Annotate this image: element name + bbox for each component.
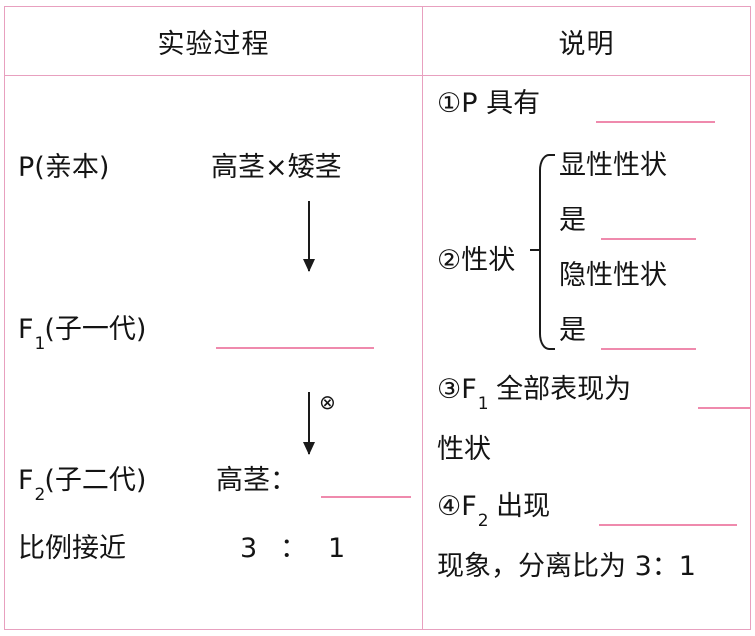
note-2-line-2: 是 bbox=[559, 205, 586, 236]
brace-nub bbox=[530, 249, 539, 251]
ratio-value-a: 3 bbox=[240, 533, 258, 564]
f2-value-text: 高茎： bbox=[216, 465, 297, 496]
table-header-row: 实验过程 说明 bbox=[5, 7, 750, 76]
f2-answer-blank[interactable] bbox=[321, 496, 411, 498]
note-item-1: ①P 具有 bbox=[437, 88, 541, 119]
f2-label: F2(子二代) bbox=[18, 465, 147, 506]
note-item-3: ③F1 全部表现为 bbox=[437, 374, 632, 415]
note-3-blank[interactable] bbox=[698, 407, 750, 409]
table-body-row: P(亲本) 高茎×矮茎 F1(子一代) ⊗ F2(子二代) 高茎： 比例 bbox=[5, 76, 750, 629]
f1-answer-blank[interactable] bbox=[216, 347, 374, 349]
brace-shape bbox=[539, 154, 555, 350]
f1-label: F1(子一代) bbox=[18, 314, 147, 355]
note-item-2-prefix: ②性状 bbox=[437, 245, 516, 276]
ratio-label: 比例接近 bbox=[18, 533, 126, 564]
note-4-line-2: 现象，分离比为 3：1 bbox=[437, 551, 696, 582]
note-item-4: ④F2 出现 bbox=[437, 491, 551, 532]
arrow-f1-to-f2 bbox=[303, 392, 315, 455]
note-2-blank-1[interactable] bbox=[601, 238, 696, 240]
note-2-line-4: 是 bbox=[559, 315, 586, 346]
arrow-p-to-f1 bbox=[303, 201, 315, 272]
note-2-line-1: 显性性状 bbox=[559, 150, 667, 181]
parent-generation-label: P(亲本) bbox=[18, 152, 110, 183]
note-2-line-3: 隐性性状 bbox=[559, 260, 667, 291]
note-1-blank[interactable] bbox=[596, 121, 715, 123]
note-4-blank[interactable] bbox=[599, 524, 737, 526]
note-3-line-2: 性状 bbox=[437, 434, 491, 465]
header-cell-experiment: 实验过程 bbox=[5, 7, 423, 75]
selfing-symbol: ⊗ bbox=[319, 390, 336, 414]
explanation-notes: ①P 具有 ②性状 显性性状 是 隐性性状 是 ③F1 全部表现为 bbox=[423, 76, 750, 629]
experiment-table: 实验过程 说明 P(亲本) 高茎×矮茎 F1(子一代) ⊗ bbox=[4, 6, 751, 630]
cell-explanation: ①P 具有 ②性状 显性性状 是 隐性性状 是 ③F1 全部表现为 bbox=[423, 76, 750, 629]
parent-cross-text: 高茎×矮茎 bbox=[211, 152, 342, 183]
header-cell-explanation: 说明 bbox=[558, 28, 615, 60]
experiment-diagram: P(亲本) 高茎×矮茎 F1(子一代) ⊗ F2(子二代) 高茎： 比例 bbox=[5, 76, 422, 629]
note-2-blank-2[interactable] bbox=[601, 348, 696, 350]
ratio-value-b: 1 bbox=[328, 533, 346, 564]
cell-experiment-process: P(亲本) 高茎×矮茎 F1(子一代) ⊗ F2(子二代) 高茎： 比例 bbox=[5, 76, 423, 629]
ratio-colon: ： bbox=[280, 533, 307, 564]
